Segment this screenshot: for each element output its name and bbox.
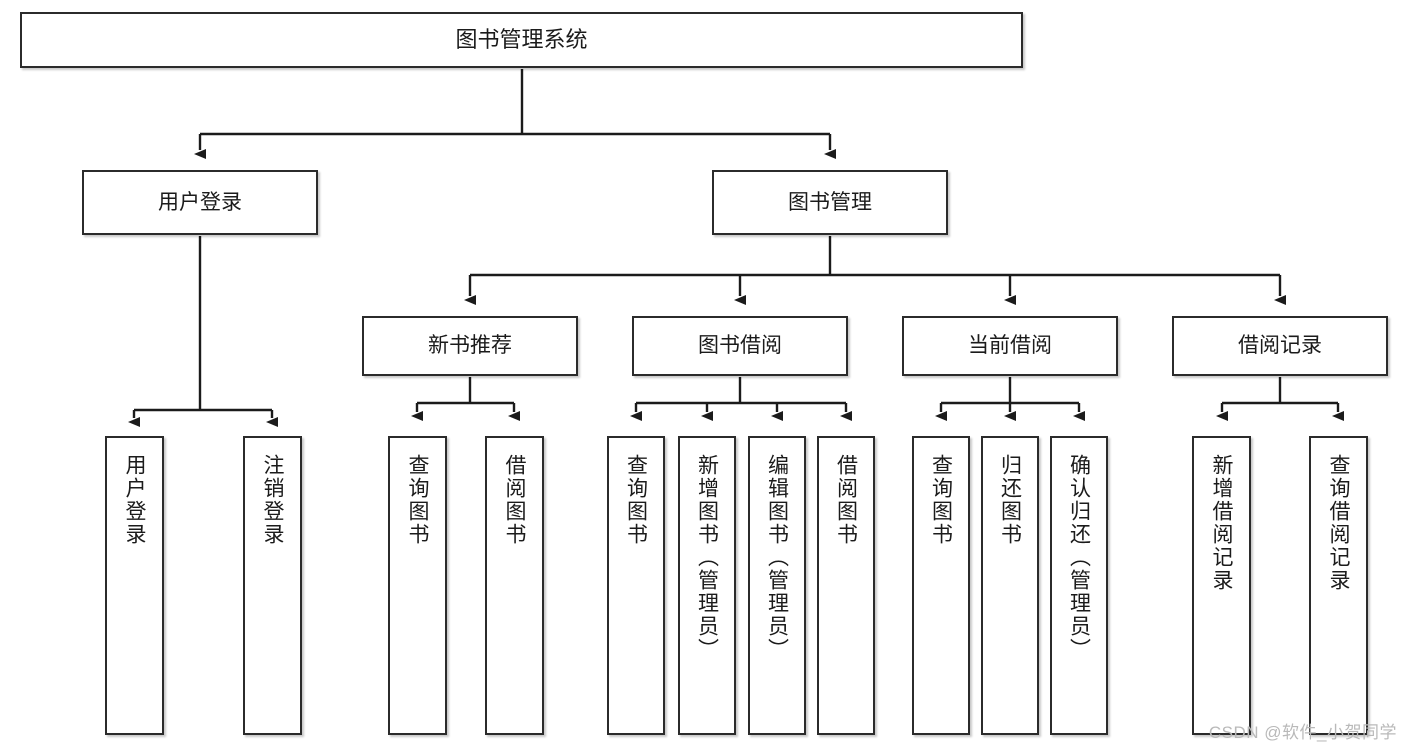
node-label: 查询借阅记录 bbox=[1327, 454, 1350, 592]
node-user-login[interactable]: 用户登录 bbox=[82, 170, 318, 235]
node-label: 图书管理 bbox=[788, 190, 872, 214]
leaf-query-book-borrow[interactable]: 查询图书 bbox=[607, 436, 665, 735]
node-label: 借阅记录 bbox=[1238, 334, 1322, 358]
leaf-logout[interactable]: 注销登录 bbox=[243, 436, 302, 735]
node-label: 借阅图书 bbox=[834, 454, 858, 546]
node-label: 确认归还（管理员） bbox=[1067, 454, 1091, 661]
node-label: 查询图书 bbox=[929, 454, 953, 546]
node-label: 编辑图书（管理员） bbox=[765, 454, 789, 661]
node-root[interactable]: 图书管理系统 bbox=[20, 12, 1023, 68]
node-label: 新增借阅记录 bbox=[1210, 454, 1233, 592]
leaf-edit-book-admin[interactable]: 编辑图书（管理员） bbox=[748, 436, 806, 735]
node-label: 查询图书 bbox=[406, 454, 429, 546]
node-current-borrow[interactable]: 当前借阅 bbox=[902, 316, 1118, 376]
leaf-return-book[interactable]: 归还图书 bbox=[981, 436, 1039, 735]
leaf-confirm-return-admin[interactable]: 确认归还（管理员） bbox=[1050, 436, 1108, 735]
node-label: 新书推荐 bbox=[428, 334, 512, 358]
node-label: 用户登录 bbox=[123, 454, 146, 546]
node-label: 图书借阅 bbox=[698, 334, 782, 358]
node-label: 图书管理系统 bbox=[455, 26, 588, 52]
node-book-borrow[interactable]: 图书借阅 bbox=[632, 316, 848, 376]
node-label: 注销登录 bbox=[261, 454, 284, 546]
leaf-add-book-admin[interactable]: 新增图书（管理员） bbox=[678, 436, 736, 735]
leaf-query-book-current[interactable]: 查询图书 bbox=[912, 436, 970, 735]
node-label: 查询图书 bbox=[624, 454, 648, 546]
leaf-user-login[interactable]: 用户登录 bbox=[105, 436, 164, 735]
node-label: 归还图书 bbox=[998, 454, 1022, 546]
node-label: 新增图书（管理员） bbox=[695, 454, 719, 661]
node-label: 当前借阅 bbox=[968, 334, 1052, 358]
node-label: 借阅图书 bbox=[503, 454, 526, 546]
leaf-add-borrow-record[interactable]: 新增借阅记录 bbox=[1192, 436, 1251, 735]
csdn-watermark: CSDN @软件_小贺同学 bbox=[1208, 723, 1397, 742]
node-borrow-record[interactable]: 借阅记录 bbox=[1172, 316, 1388, 376]
leaf-borrow-book[interactable]: 借阅图书 bbox=[817, 436, 875, 735]
leaf-query-book-rec[interactable]: 查询图书 bbox=[388, 436, 447, 735]
node-label: 用户登录 bbox=[158, 190, 242, 214]
node-new-book-recommend[interactable]: 新书推荐 bbox=[362, 316, 578, 376]
node-book-management[interactable]: 图书管理 bbox=[712, 170, 948, 235]
leaf-query-borrow-record[interactable]: 查询借阅记录 bbox=[1309, 436, 1368, 735]
leaf-borrow-book-rec[interactable]: 借阅图书 bbox=[485, 436, 544, 735]
